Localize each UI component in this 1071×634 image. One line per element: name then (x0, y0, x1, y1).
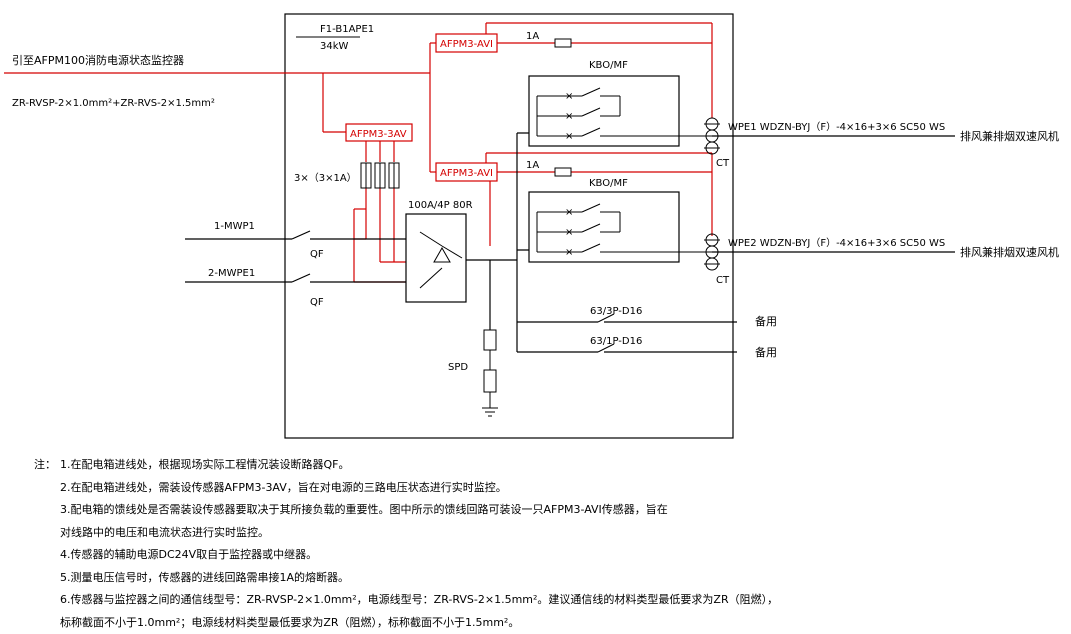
svg-text:×: × (565, 247, 573, 258)
incoming1-switch: QF (310, 249, 324, 260)
note-3: 3.配电箱的馈线处是否需装设传感器要取决于其所接负载的重要性。图中所示的馈线回路… (34, 499, 1054, 522)
spare2-label: 备用 (755, 345, 777, 359)
notes: 注：1.在配电箱进线处，根据现场实际工程情况装设断路器QF。 2.在配电箱进线处… (34, 454, 1054, 634)
feeder2-cable: WPE2 WDZN-BYJ（F）-4×16+3×6 SC50 WS (728, 237, 945, 249)
feeder2-starter-label: KBO/MF (589, 178, 628, 189)
spd-device (482, 330, 498, 416)
feeder2-starter: × × × (529, 192, 712, 262)
fuse-group-label: 3×（3×1A） (294, 172, 357, 184)
fuse-group (361, 163, 399, 188)
svg-text:×: × (565, 111, 573, 122)
monitor-link-label: 引至AFPM100消防电源状态监控器 (12, 53, 184, 67)
incoming1-id: 1-MWP1 (214, 221, 255, 232)
distribution-panel-diagram: F1-B1APE1 34kW 引至AFPM100消防电源状态监控器 ZR-RVS… (0, 0, 1071, 450)
feeder1-starter: × × × (529, 76, 712, 146)
svg-text:×: × (565, 91, 573, 102)
feeder1-cable: WPE1 WDZN-BYJ（F）-4×16+3×6 SC50 WS (728, 121, 945, 133)
panel-power: 34kW (320, 41, 349, 52)
spd-label: SPD (448, 362, 468, 373)
sensor-afpm3-avi-1: AFPM3-AVI (436, 34, 497, 52)
feeder1-load: 排风兼排烟双速风机 (960, 129, 1059, 143)
notes-prefix: 注： (34, 454, 60, 477)
note-5: 5.测量电压信号时，传感器的进线回路需串接1A的熔断器。 (34, 567, 1054, 590)
note-6: 6.传感器与监控器之间的通信线型号：ZR-RVSP-2×1.0mm²，电源线型号… (34, 589, 1054, 612)
ats-switch (406, 214, 466, 302)
spare2-breaker: 63/1P-D16 (590, 336, 642, 347)
sensor-feeder1-label: AFPM3-AVI (440, 39, 493, 50)
sensor-afpm3-3av: AFPM3-3AV (346, 124, 412, 141)
svg-text:×: × (565, 131, 573, 142)
note-4: 4.传感器的辅助电源DC24V取自于监控器或中继器。 (34, 544, 1054, 567)
fuse-feeder1-label: 1A (526, 31, 539, 42)
feeder1-starter-label: KBO/MF (589, 60, 628, 71)
fuse-feeder1 (555, 39, 571, 47)
spare1-label: 备用 (755, 314, 777, 328)
panel-name: F1-B1APE1 (320, 24, 374, 35)
fuse-feeder2-label: 1A (526, 160, 539, 171)
fuse-feeder2 (555, 168, 571, 176)
sensor-afpm3-avi-2: AFPM3-AVI (436, 163, 497, 181)
svg-text:×: × (565, 207, 573, 218)
sensor-feeder2-label: AFPM3-AVI (440, 168, 493, 179)
ats-label: 100A/4P 80R (408, 200, 473, 211)
note-2: 2.在配电箱进线处，需装设传感器AFPM3-3AV，旨在对电源的三路电压状态进行… (34, 477, 1054, 500)
feeder1-ct-label: CT (716, 158, 730, 169)
comm-cable-label: ZR-RVSP-2×1.0mm²+ZR-RVS-2×1.5mm² (12, 98, 215, 109)
feeder2-load: 排风兼排烟双速风机 (960, 245, 1059, 259)
incoming2-id: 2-MWPE1 (208, 268, 255, 279)
sensor-incoming-label: AFPM3-3AV (350, 129, 407, 140)
svg-text:×: × (565, 227, 573, 238)
note-6-cont: 标称截面不小于1.0mm²；电源线材料类型最低要求为ZR（阻燃），标称截面不小于… (34, 612, 1054, 634)
feeder2-ct-label: CT (716, 275, 730, 286)
incoming2-switch: QF (310, 297, 324, 308)
spare1-breaker: 63/3P-D16 (590, 306, 642, 317)
note-3-cont: 对线路中的电压和电流状态进行实时监控。 (34, 522, 1054, 545)
note-1: 注：1.在配电箱进线处，根据现场实际工程情况装设断路器QF。 (34, 454, 1054, 477)
